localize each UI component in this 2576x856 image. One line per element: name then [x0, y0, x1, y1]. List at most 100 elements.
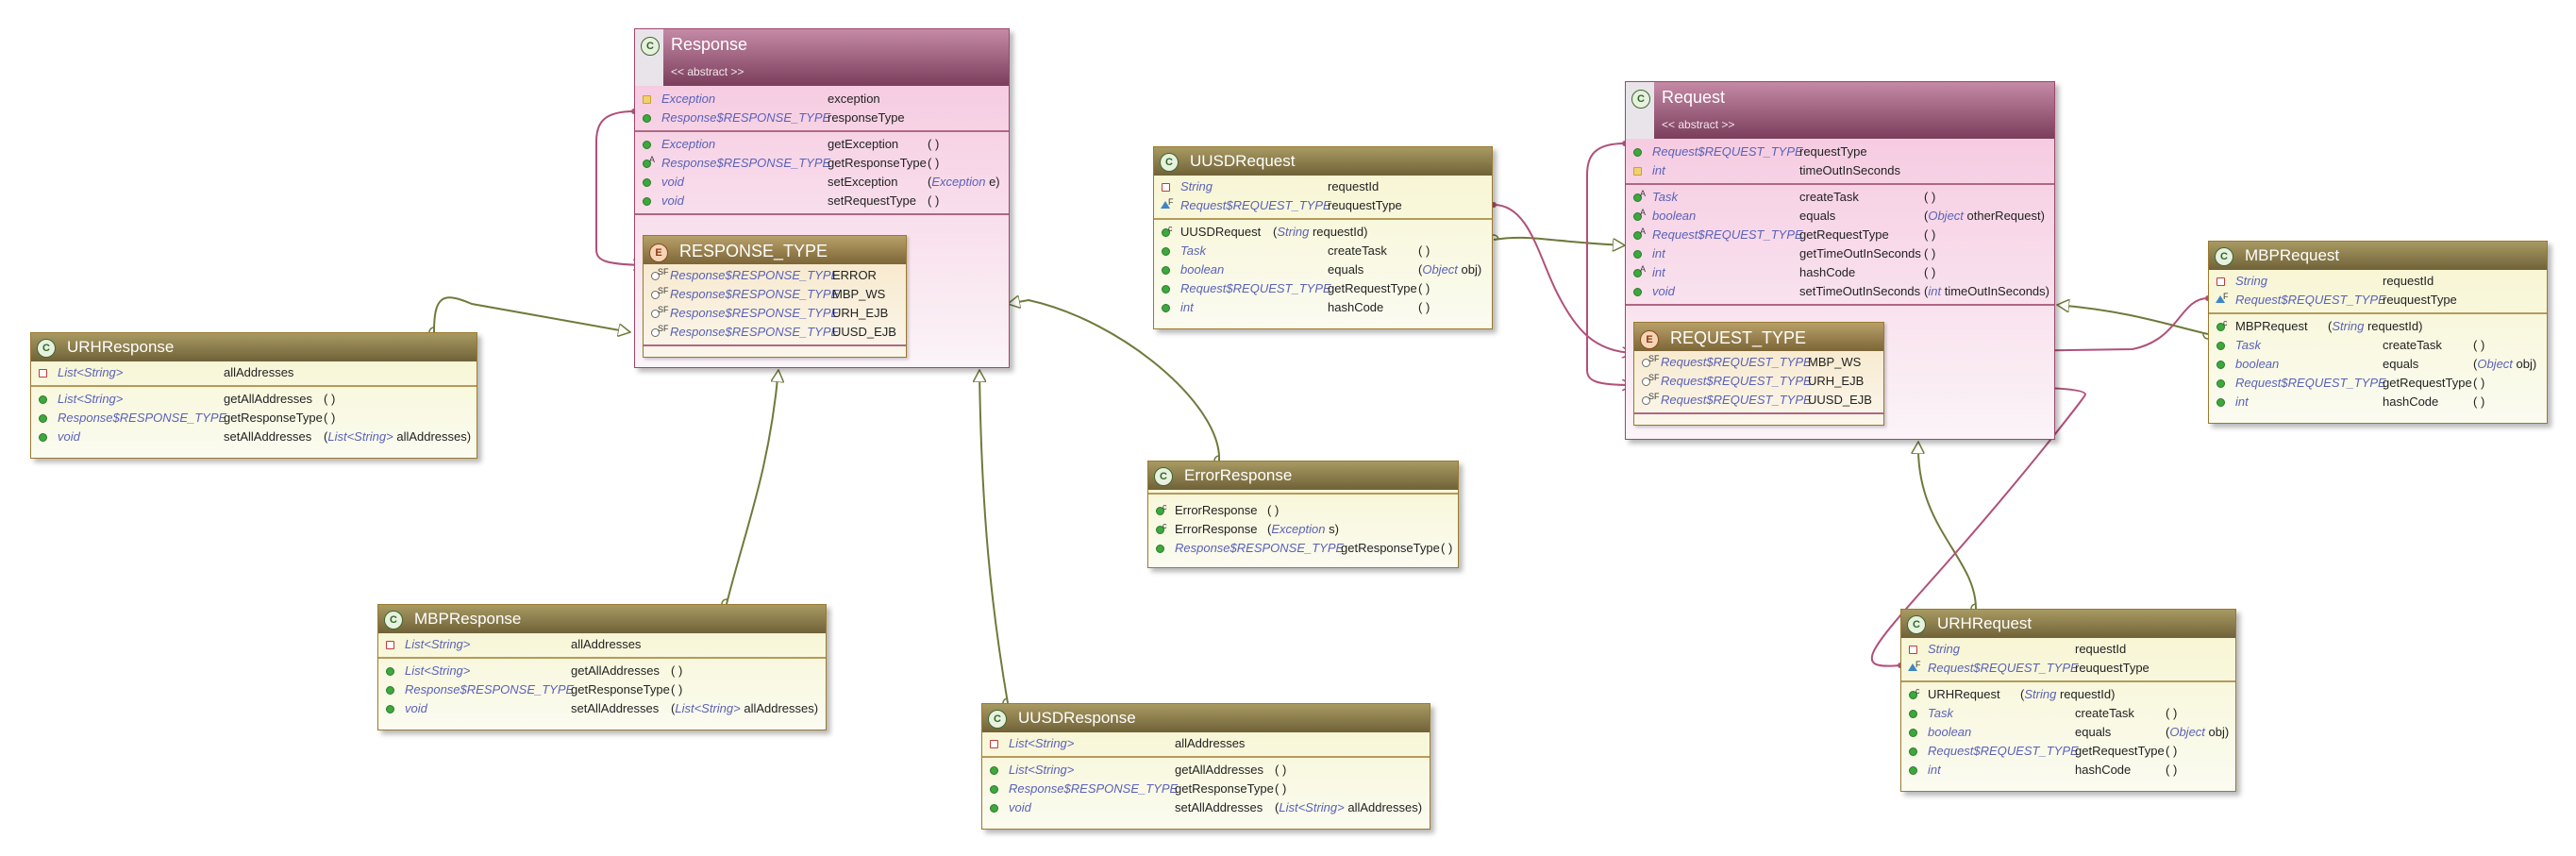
- class-urhrequest-header[interactable]: C URHRequest: [1901, 610, 2235, 638]
- class-urhresponse[interactable]: C URHResponse List<String>allAddresses L…: [30, 332, 477, 459]
- public-icon: [1162, 266, 1170, 275]
- class-mbpresponse[interactable]: C MBPResponse List<String>allAddresses L…: [377, 604, 827, 730]
- method-row[interactable]: List<String>getAllAddresses( ): [982, 761, 1430, 780]
- class-mbpresponse-header[interactable]: C MBPResponse: [378, 605, 826, 633]
- public-icon: [2216, 379, 2225, 388]
- public-icon: [643, 141, 651, 149]
- enum-response-type-header[interactable]: E RESPONSE_TYPE: [644, 236, 906, 264]
- class-urhresponse-header[interactable]: C URHResponse: [31, 333, 477, 361]
- class-uusdrequest-title: UUSDRequest: [1190, 152, 1296, 170]
- public-icon: [1909, 729, 1917, 737]
- class-uusdresponse-header[interactable]: C UUSDResponse: [982, 704, 1430, 732]
- separator: [982, 756, 1430, 758]
- method-row[interactable]: List<String>getAllAddresses( ): [378, 662, 826, 680]
- method-row[interactable]: List<String>getAllAddresses( ): [31, 390, 477, 409]
- public-icon: [643, 159, 651, 168]
- class-errorresponse-header[interactable]: C ErrorResponse: [1148, 462, 1458, 490]
- enum-request-type-header[interactable]: E REQUEST_TYPE: [1634, 323, 1883, 351]
- private-icon: [1162, 183, 1170, 192]
- edge-response-responsetype-association: [595, 111, 644, 265]
- edge-request-requesttype-association: [1586, 143, 1632, 385]
- class-mbprequest-header[interactable]: C MBPRequest: [2209, 242, 2547, 270]
- edge-uusdrequest-requesttype-association: [1494, 205, 1632, 353]
- field-row[interactable]: List<String>allAddresses: [982, 734, 1430, 753]
- field-row[interactable]: List<String>allAddresses: [31, 363, 477, 382]
- class-uusdresponse-title: UUSDResponse: [1018, 709, 1136, 727]
- private-icon: [386, 641, 394, 649]
- public-icon: [386, 686, 394, 695]
- class-request[interactable]: C Request << abstract >> Request$REQUEST…: [1625, 81, 2055, 440]
- class-uusdrequest-header[interactable]: C UUSDRequest: [1154, 147, 1492, 176]
- class-request-header[interactable]: C Request << abstract >>: [1626, 82, 2054, 139]
- abstract-stereotype: << abstract >>: [1662, 118, 1735, 131]
- public-icon: [2216, 323, 2225, 331]
- public-icon: [643, 114, 651, 123]
- static-final-icon: [1642, 359, 1650, 367]
- public-icon: [2216, 398, 2225, 407]
- field-row[interactable]: List<String>allAddresses: [378, 635, 826, 654]
- class-uusdresponse[interactable]: C UUSDResponse List<String>allAddresses …: [981, 703, 1430, 830]
- enum-response-type-title: RESPONSE_TYPE: [679, 242, 828, 260]
- class-response-header[interactable]: C Response << abstract >>: [635, 29, 1009, 86]
- edge-mbpresponse-extends-response: [727, 370, 778, 604]
